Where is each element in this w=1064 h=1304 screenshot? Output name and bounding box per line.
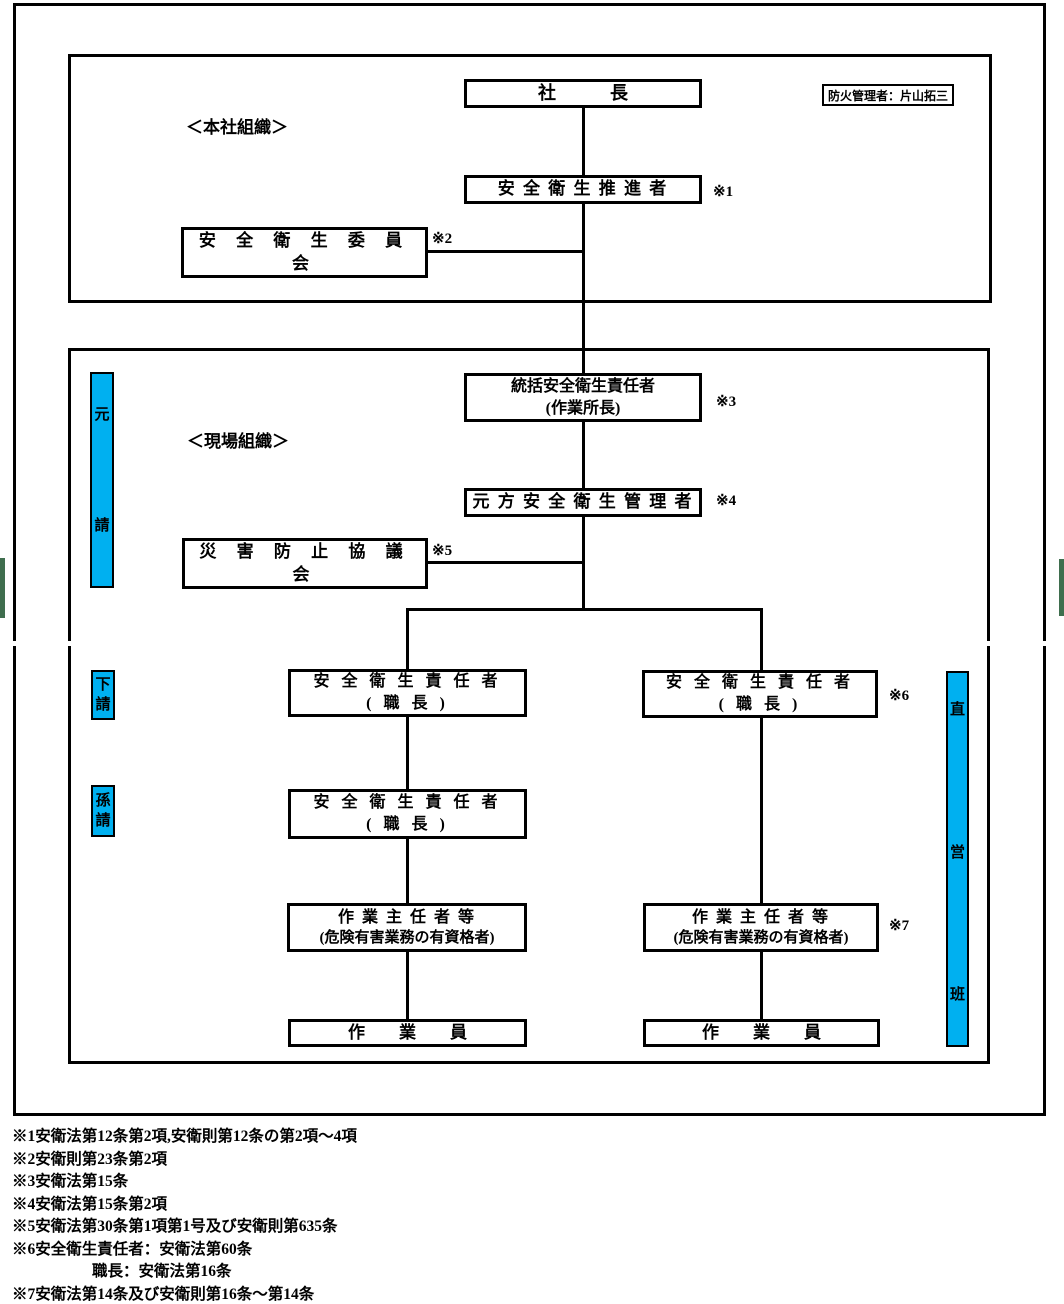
- sidebar-main-contractor-char2: 請: [94, 518, 110, 534]
- site-section-frame-top: [68, 348, 990, 351]
- right-branch-drop-2: [760, 718, 763, 903]
- node-overall-line2: (作業所長): [545, 399, 621, 417]
- node-worker-left: 作 業 員: [288, 1019, 527, 1047]
- sidebar-main-contractor: 元 請: [90, 372, 114, 588]
- node-safety-health-officer-sub1: 安 全 衛 生 責 任 者 ( 職 長 ): [288, 669, 527, 717]
- ref-mark-4: ※4: [716, 493, 737, 509]
- site-section-label: ＜現場組織＞: [187, 432, 289, 451]
- node-chief-line2: (危険有害業務の有資格者): [319, 930, 495, 947]
- footnote-7: ※7安衛法第14条及び安衛則第16条～第14条: [12, 1285, 315, 1303]
- node-disaster-prevention-council: 災 害 防 止 協 議 会: [182, 538, 428, 589]
- ref-mark-3: ※3: [716, 394, 737, 410]
- node-foreman-line2: ( 職 長 ): [718, 696, 802, 713]
- site-section-frame-right-upper: [987, 348, 990, 641]
- footnotes-block: ※1安衛法第12条第2項,安衛則第12条の第2項～4項 ※2安衛則第23条第2項…: [12, 1126, 832, 1304]
- right-branch-drop-1: [760, 608, 763, 670]
- left-branch-drop-1: [406, 608, 409, 669]
- footnote-6: ※6安全衛生責任者：安衛法第60条: [12, 1240, 253, 1258]
- sidebar-sub-subcontractor-char1: 孫: [95, 792, 111, 809]
- head-office-section-label: ＜本社組織＞: [186, 118, 288, 137]
- ref-mark-5: ※5: [432, 543, 453, 559]
- sidebar-main-contractor-char1: 元: [94, 407, 110, 423]
- site-section-frame-right-lower: [987, 646, 990, 1064]
- sidebar-direct-crew-char2: 営: [949, 844, 965, 861]
- outer-border-left-lower: [13, 646, 16, 1116]
- node-safety-health-promoter: 安 全 衛 生 推 進 者: [464, 175, 702, 204]
- node-foreman-line2: ( 職 長 ): [366, 695, 449, 712]
- outer-border-right-upper: [1043, 3, 1046, 641]
- sidebar-sub-subcontractor-char2: 請: [95, 813, 111, 829]
- page-seam-green-right: [1059, 559, 1064, 616]
- connector-committee: [428, 250, 585, 253]
- node-worker-right: 作 業 員: [643, 1019, 880, 1047]
- node-safety-health-officer-sub2: 安 全 衛 生 責 任 者 ( 職 長 ): [288, 789, 527, 839]
- sidebar-subcontractor-char1: 下: [95, 676, 111, 693]
- site-section-frame-left-upper: [68, 348, 71, 641]
- node-safety-health-committee: 安 全 衛 生 委 員 会: [181, 227, 428, 278]
- site-section-frame-left-lower: [68, 646, 71, 1064]
- sidebar-direct-crew: 直 営 班: [946, 671, 969, 1047]
- sidebar-subcontractor: 下 請: [91, 670, 115, 720]
- outer-border-right-lower: [1043, 646, 1046, 1116]
- site-section-frame-bottom: [68, 1061, 990, 1064]
- node-work-chief-left: 作 業 主 任 者 等 (危険有害業務の有資格者): [287, 903, 527, 952]
- footnote-3: ※3安衛法第15条: [12, 1173, 129, 1190]
- outer-border-bottom: [13, 1113, 1046, 1116]
- node-foreman-line1: 安 全 衛 生 責 任 者: [313, 794, 502, 812]
- node-chief-line1: 作 業 主 任 者 等: [337, 908, 476, 926]
- branch-split-line: [406, 608, 763, 611]
- outer-border-left-upper: [13, 3, 16, 641]
- node-president: 社 長: [464, 79, 702, 108]
- trunk-line-overall-to-principal: [582, 422, 585, 488]
- node-foreman-line1: 安 全 衛 生 責 任 者: [665, 674, 854, 692]
- ref-mark-6: ※6: [889, 688, 910, 704]
- sidebar-direct-crew-char1: 直: [949, 702, 965, 718]
- sidebar-subcontractor-char2: 請: [95, 697, 111, 713]
- head-office-section-frame: [68, 54, 992, 303]
- node-safety-health-officer-direct: 安 全 衛 生 責 任 者 ( 職 長 ): [642, 670, 878, 718]
- ref-mark-2: ※2: [432, 231, 453, 247]
- left-branch-drop-4: [406, 952, 409, 1019]
- node-chief-line2: (危険有害業務の有資格者): [673, 930, 849, 947]
- connector-disaster-council: [428, 561, 585, 564]
- node-principal-safety-health-supervisor: 元 方 安 全 衛 生 管 理 者: [464, 488, 702, 517]
- ref-mark-7: ※7: [889, 918, 910, 934]
- outer-border-top: [13, 3, 1046, 6]
- footnote-2: ※2安衛則第23条第2項: [12, 1150, 168, 1168]
- left-branch-drop-2: [406, 717, 409, 789]
- node-foreman-line1: 安 全 衛 生 責 任 者: [313, 673, 502, 691]
- node-chief-line1: 作 業 主 任 者 等: [691, 908, 830, 926]
- footnote-6b: 職長：安衛法第16条: [92, 1263, 232, 1280]
- node-work-chief-right: 作 業 主 任 者 等 (危険有害業務の有資格者): [643, 903, 879, 952]
- right-branch-drop-3: [760, 952, 763, 1019]
- footnote-4: ※4安衛法第15条第2項: [12, 1195, 168, 1213]
- node-overall-safety-health-manager: 統括安全衛生責任者 (作業所長): [464, 373, 702, 422]
- left-branch-drop-3: [406, 839, 409, 903]
- sidebar-sub-subcontractor: 孫 請: [91, 785, 115, 837]
- footnote-1: ※1安衛法第12条第2項,安衛則第12条の第2項～4項: [12, 1128, 357, 1145]
- trunk-line-president-to-overall: [582, 107, 585, 373]
- ref-mark-1: ※1: [713, 184, 734, 200]
- fire-manager-box: 防火管理者：片山拓三: [822, 84, 954, 106]
- node-overall-line1: 統括安全衛生責任者: [510, 377, 655, 395]
- page-seam-green-left: [0, 558, 5, 618]
- footnote-5: ※5安衛法第30条第1項第1号及び安衛則第635条: [12, 1218, 338, 1235]
- sidebar-direct-crew-char3: 班: [949, 987, 965, 1003]
- node-foreman-line2: ( 職 長 ): [366, 816, 449, 833]
